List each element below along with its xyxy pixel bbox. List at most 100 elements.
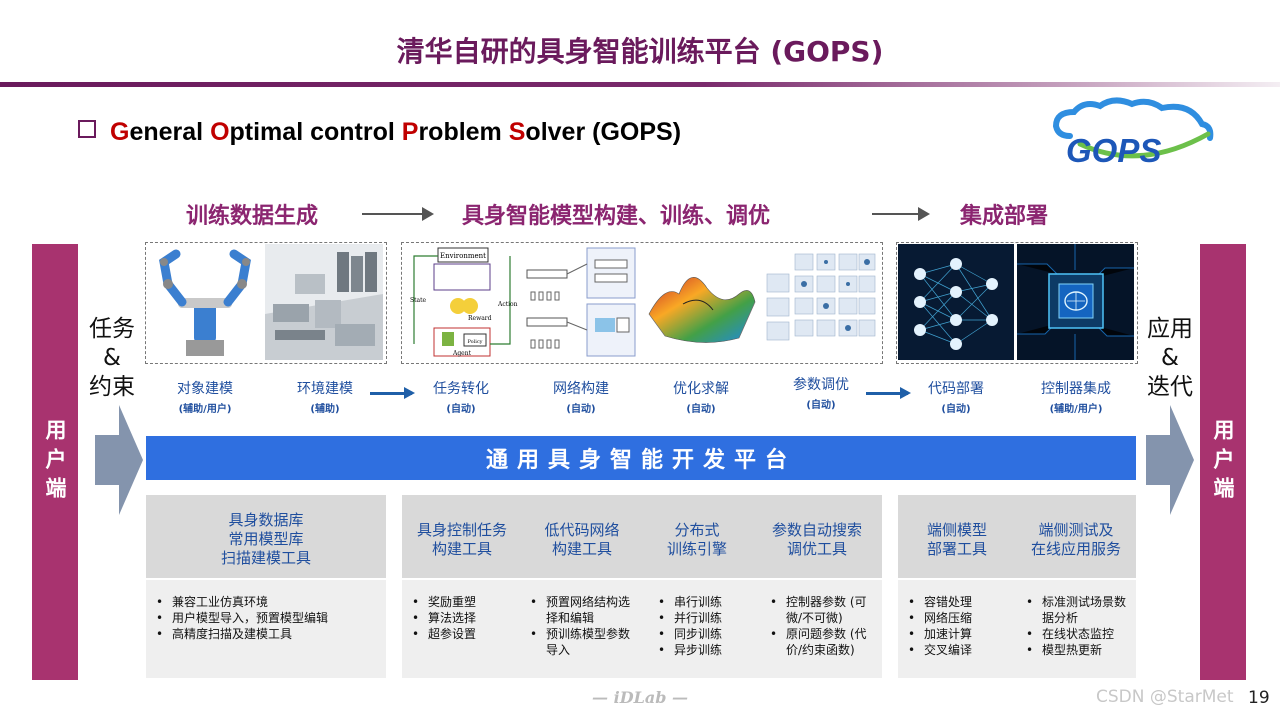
tool-title-line: 端侧测试及 [1038, 521, 1114, 539]
tool-group-data: 具身数据库 常用模型库 扫描建模工具 [146, 495, 386, 578]
bullet-item: 同步训练 [658, 626, 750, 642]
optimization-surface [643, 244, 760, 360]
step-network-build: 网络构建 (自动) [521, 378, 641, 415]
deploy-images-group [896, 242, 1138, 364]
step-sublabel: (辅助) [310, 404, 340, 415]
gops-logo: GOPS [1040, 96, 1220, 176]
flow-arrow-2 [866, 387, 911, 398]
robot-arms-image [148, 244, 262, 360]
right-text-2: & [1161, 345, 1179, 371]
tool-details-model: 奖励重塑 算法选择 超参设置 预置网络结构选择和编辑 预训练模型参数导入 串行训… [402, 580, 882, 678]
left-text-2: & [103, 345, 121, 371]
step-task-conversion: 任务转化 (自动) [401, 378, 521, 415]
step-sublabel: (自动) [566, 404, 596, 415]
tool-title-line: 训练引擎 [666, 540, 727, 558]
tool-title-line: 调优工具 [786, 540, 847, 558]
bullet-item: 网络压缩 [908, 610, 1004, 626]
factory-scene-image [265, 244, 383, 360]
checkbox-bullet-icon [78, 120, 96, 138]
bullet-item: 奖励重塑 [412, 594, 516, 610]
step-label: 网络构建 [553, 381, 609, 397]
lab-footer: — iDLab — [592, 688, 688, 707]
reward-text: Reward [468, 315, 492, 322]
tool-title-edge-deploy: 端侧模型部署工具 [898, 521, 1016, 559]
tool-title-line: 分布式 [674, 521, 720, 539]
bullet-list: 兼容工业仿真环境 用户模型导入，预置模型编辑 高精度扫描及建模工具 [156, 594, 382, 642]
step-label: 任务转化 [433, 381, 489, 397]
bullet-item: 在线状态监控 [1026, 626, 1130, 642]
step-label: 控制器集成 [1041, 381, 1111, 397]
tool-title-line: 构建工具 [551, 540, 612, 558]
step-label: 优化求解 [673, 381, 729, 397]
step-object-modeling: 对象建模(辅助/用户) [145, 378, 265, 415]
bullet-list: 容错处理 网络压缩 加速计算 交叉编译 [908, 594, 1004, 658]
subtitle-word-1: eneral [129, 118, 211, 146]
subtitle-letter-p: P [401, 118, 419, 146]
tool-title-line: 具身数据库 [228, 511, 304, 529]
tool-title-line: 构建工具 [431, 540, 492, 558]
subtitle: General Optimal control Problem Solver (… [78, 118, 681, 147]
tool-title-line: 端侧模型 [926, 521, 987, 539]
tool-title-line: 低代码网络 [544, 521, 620, 539]
step-sublabel: (自动) [941, 404, 971, 415]
action-text: Action [497, 301, 518, 308]
bullet-list: 奖励重塑 算法选择 超参设置 [412, 594, 516, 642]
step-sublabel: (自动) [686, 404, 716, 415]
bullet-item: 异步训练 [658, 642, 750, 658]
network-diagram [523, 244, 640, 360]
bullet-item: 容错处理 [908, 594, 1004, 610]
left-text-3: 约束 [89, 374, 135, 400]
step-controller-integration: 控制器集成 (辅助/用户) [1016, 378, 1136, 415]
tool-title-line: 在线应用服务 [1030, 540, 1121, 558]
bullet-item: 兼容工业仿真环境 [156, 594, 382, 610]
step-code-deploy: 代码部署 (自动) [896, 378, 1016, 415]
neural-net-image [898, 244, 1014, 360]
chip-image [1017, 244, 1134, 360]
user-side-right-label: 用户端 [1211, 418, 1235, 506]
chevron-right-icon [95, 405, 143, 515]
tool-title-line: 参数自动搜索 [771, 521, 862, 539]
tool-title-lowcode: 低代码网络构建工具 [522, 521, 642, 559]
user-side-left-label: 用户端 [43, 418, 67, 506]
step-sublabel: (自动) [806, 400, 836, 411]
step-label: 代码部署 [928, 381, 984, 397]
step-sublabel: (自动) [446, 404, 476, 415]
step-env-modeling: 环境建模 (辅助) [265, 378, 385, 415]
left-text-1: 任务 [89, 316, 135, 342]
bullet-item: 算法选择 [412, 610, 516, 626]
stage-arrow-1 [362, 207, 434, 221]
bullet-item: 高精度扫描及建模工具 [156, 626, 382, 642]
tool-title-edge-test: 端侧测试及在线应用服务 [1016, 521, 1136, 559]
policy-text: Policy [468, 339, 483, 345]
tool-title-task: 具身控制任务构建工具 [402, 521, 522, 559]
subtitle-word-3: roblem [418, 118, 509, 146]
slide-title: 清华自研的具身智能训练平台 (GOPS) [396, 35, 884, 68]
step-sublabel: (辅助/用户) [178, 404, 232, 415]
step-label: 环境建模 [297, 381, 353, 397]
tool-group-deploy: 端侧模型部署工具 端侧测试及在线应用服务 [898, 495, 1136, 578]
subtitle-letter-s: S [508, 118, 526, 146]
step-sublabel: (辅助/用户) [1049, 404, 1103, 415]
logo-text: GOPS [1066, 132, 1161, 169]
user-side-left: 用户端 [32, 244, 78, 680]
subtitle-letter-o: O [210, 118, 230, 146]
tool-details-data: 兼容工业仿真环境 用户模型导入，预置模型编辑 高精度扫描及建模工具 [146, 580, 386, 678]
tool-title-line: 具身控制任务 [416, 521, 507, 539]
bullet-item: 串行训练 [658, 594, 750, 610]
bullet-list: 串行训练 并行训练 同步训练 异步训练 [658, 594, 750, 658]
task-constraint-label: 任务 & 约束 [86, 315, 138, 402]
bullet-item: 原问题参数 (代价/约束函数) [770, 626, 880, 658]
user-side-right: 用户端 [1200, 244, 1246, 680]
title-underline [0, 82, 1280, 87]
bullet-item: 预置网络结构选择和编辑 [530, 594, 634, 626]
subtitle-word-2: ptimal control [229, 118, 402, 146]
bullet-item: 加速计算 [908, 626, 1004, 642]
stage-data-generation: 训练数据生成 [186, 204, 319, 229]
model-images-group [401, 242, 883, 364]
bullet-item: 交叉编译 [908, 642, 1004, 658]
step-label: 参数调优 [793, 377, 849, 393]
bullet-list: 标准测试场景数据分析 在线状态监控 模型热更新 [1026, 594, 1130, 658]
flow-arrow-1 [370, 387, 415, 398]
tool-title-param-search: 参数自动搜索调优工具 [752, 521, 882, 559]
param-plots-grid [763, 244, 879, 360]
